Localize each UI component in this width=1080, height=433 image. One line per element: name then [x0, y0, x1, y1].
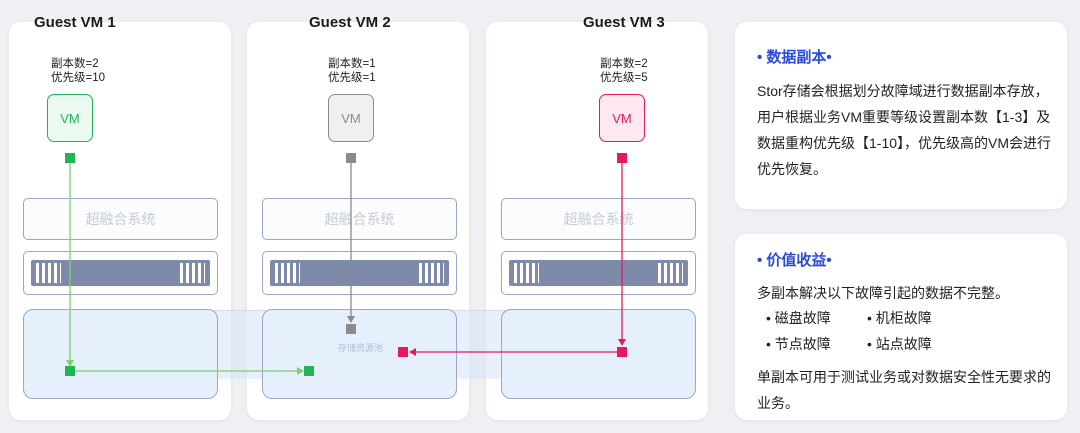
vm-2-replica-a	[346, 324, 356, 334]
vm-3-replica-b	[398, 347, 408, 357]
vm-1-title: Guest VM 1	[34, 14, 116, 31]
bullet-disk-failure: • 磁盘故障	[766, 310, 831, 326]
vm-2-title: Guest VM 2	[309, 14, 391, 31]
storage-pool-label: 存储资源池	[338, 343, 384, 353]
vm-3-source-node	[617, 153, 627, 163]
value-info-card: • 价值收益• 多副本解决以下故障引起的数据不完整。 • 磁盘故障 • 机柜故障…	[735, 234, 1067, 420]
vm-3-meta: 副本数=2 优先级=5	[600, 57, 648, 85]
vm-1-replicas: 副本数=2	[51, 58, 99, 70]
value-info-footer: 单副本可用于测试业务或对数据安全性无要求的业务。	[757, 369, 1051, 411]
vm-3-title: Guest VM 3	[583, 14, 665, 31]
vm-2-source-node	[346, 153, 356, 163]
bullet-rack-failure: • 机柜故障	[867, 310, 932, 326]
vm-2-replica-path	[346, 153, 356, 334]
replica-info-text: Stor存储会根据划分故障域进行数据副本存放，用户根据业务VM重要等级设置副本数…	[757, 83, 1052, 177]
bullet-node-failure: • 节点故障	[766, 336, 831, 352]
vm-1-replica-path	[65, 153, 314, 376]
hyperconverged-system-2: 超融合系统	[262, 198, 457, 240]
vm-3-replicas: 副本数=2	[600, 58, 648, 70]
replica-info-title: • 数据副本•	[757, 49, 832, 66]
replica-info-card: • 数据副本• Stor存储会根据划分故障域进行数据副本存放，用户根据业务VM重…	[735, 22, 1067, 209]
disk-enclosure-2	[262, 251, 457, 295]
value-info-title: • 价值收益•	[757, 252, 832, 269]
storage-node-1	[23, 309, 218, 399]
replica-connectors	[65, 153, 627, 376]
vm-1-meta: 副本数=2 优先级=10	[51, 57, 105, 85]
vm-1-priority: 优先级=10	[51, 72, 106, 84]
vm-3-box[interactable]: VM	[599, 94, 645, 142]
hyperconverged-system-1: 超融合系统	[23, 198, 218, 240]
storage-node-3	[501, 309, 696, 399]
vm-1-replica-a	[65, 366, 75, 376]
vm-3-replica-path	[398, 153, 627, 357]
disk-enclosure-3	[501, 251, 696, 295]
vm-3-priority: 优先级=5	[600, 72, 648, 84]
vm-1-replica-b	[304, 366, 314, 376]
hyperconverged-system-3: 超融合系统	[501, 198, 696, 240]
vm-2-box[interactable]: VM	[328, 94, 374, 142]
storage-node-2	[262, 309, 457, 399]
vm-2-meta: 副本数=1 优先级=1	[328, 57, 376, 85]
value-info-intro: 多副本解决以下故障引起的数据不完整。	[757, 285, 1009, 301]
vm-1-box[interactable]: VM	[47, 94, 93, 142]
vm-2-priority: 优先级=1	[328, 72, 376, 84]
vm-2-replicas: 副本数=1	[328, 58, 376, 70]
disk-enclosure-1	[23, 251, 218, 295]
bullet-site-failure: • 站点故障	[867, 336, 932, 352]
vm-1-source-node	[65, 153, 75, 163]
vm-3-replica-a	[617, 347, 627, 357]
